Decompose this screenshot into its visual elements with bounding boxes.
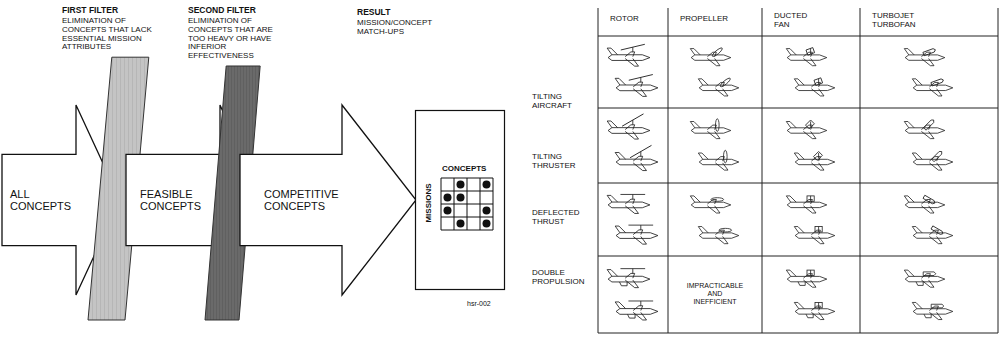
aircraft-sketch <box>794 78 835 96</box>
match-dot <box>457 194 465 202</box>
aircraft-sketch <box>607 269 650 288</box>
aircraft-sketch <box>690 196 731 213</box>
match-dot <box>483 207 491 215</box>
aircraft-sketch <box>904 270 945 287</box>
result-box: RESULTMISSION/CONCEPT MATCH-UPSCONCEPTSM… <box>415 110 505 290</box>
match-dot <box>444 194 452 202</box>
table-grid <box>598 8 998 333</box>
aircraft-sketch <box>698 150 739 170</box>
arrow-shape <box>240 105 416 295</box>
aircraft-sketch <box>698 227 739 244</box>
mission-concept-matrix: CONCEPTS MISSIONS <box>421 165 497 235</box>
aircraft-sketch <box>912 302 953 319</box>
aircraft-sketches <box>607 44 953 320</box>
row-label: TILTING THRUSTER <box>532 152 576 170</box>
aircraft-sketch <box>912 78 953 96</box>
heading: SECOND FILTER <box>188 6 298 15</box>
arrow-label: ALL CONCEPTS <box>10 188 71 212</box>
match-dot <box>457 220 465 228</box>
row-label: DOUBLE PROPULSION <box>532 268 584 286</box>
match-dot <box>457 181 465 189</box>
aircraft-sketch <box>912 150 953 170</box>
aircraft-sketch <box>794 227 835 244</box>
row-label: TILTING AIRCRAFT <box>532 92 572 110</box>
aircraft-sketch <box>786 120 827 139</box>
description: ELIMINATION OF CONCEPTS THAT ARE TOO HEA… <box>188 17 292 61</box>
column-header: DUCTED FAN <box>774 11 807 29</box>
match-dot <box>483 220 491 228</box>
axis-label: CONCEPTS <box>442 165 486 174</box>
aircraft-sketch <box>690 47 731 66</box>
aircraft-sketch <box>912 226 953 244</box>
axis-label-vertical: MISSIONS <box>425 183 434 222</box>
aircraft-sketch <box>904 195 945 213</box>
aircraft-sketch <box>615 301 658 320</box>
aircraft-sketch <box>615 75 658 97</box>
aircraft-sketch <box>786 48 827 66</box>
match-dot <box>444 207 452 215</box>
aircraft-sketch <box>904 119 945 139</box>
aircraft-sketch <box>904 48 945 66</box>
aircraft-sketch <box>615 225 658 244</box>
aircraft-sketch <box>786 196 827 213</box>
aircraft-sketch <box>607 194 650 213</box>
aircraft-sketch <box>794 152 835 171</box>
flow-arrow: COMPETITIVE CONCEPTS <box>240 105 416 295</box>
row-label: DEFLECTED THRUST <box>532 208 580 226</box>
arrow-label: FEASIBLE CONCEPTS <box>140 188 201 212</box>
aircraft-sketch <box>607 44 650 66</box>
column-header: PROPELLER <box>680 14 728 23</box>
table-cell: IMPRACTICABLE AND INEFFICIENT <box>687 282 743 306</box>
column-header: ROTOR <box>610 14 639 23</box>
arrow-label: COMPETITIVE CONCEPTS <box>264 188 339 212</box>
figure-id: hsr-002 <box>467 300 491 308</box>
aircraft-sketch <box>786 270 827 287</box>
description: MISSION/CONCEPT MATCH-UPS <box>357 19 453 37</box>
aircraft-sketch <box>615 145 658 170</box>
heading: RESULT <box>357 8 477 17</box>
heading: FIRST FILTER <box>62 6 172 15</box>
match-dot <box>483 181 491 189</box>
aircraft-sketch <box>794 302 835 319</box>
aircraft-sketch <box>690 119 731 139</box>
aircraft-sketch <box>607 114 650 139</box>
matrix-grid <box>441 178 493 230</box>
description: ELIMINATION OF CONCEPTS THAT LACK ESSENT… <box>62 17 166 52</box>
aircraft-sketch <box>698 77 739 96</box>
result-frame <box>416 111 505 290</box>
column-header: TURBOJET TURBOFAN <box>872 11 916 29</box>
